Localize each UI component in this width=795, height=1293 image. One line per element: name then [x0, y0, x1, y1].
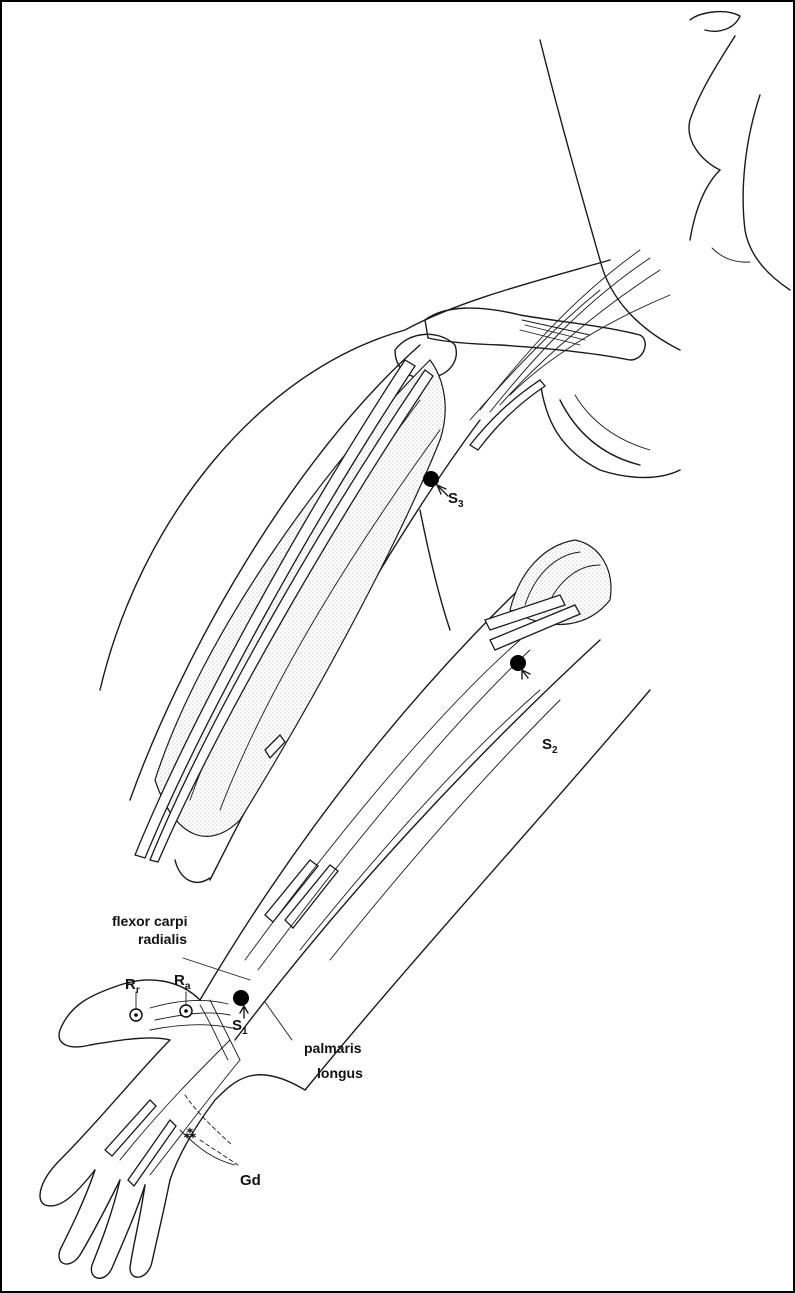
leader-lines: [136, 958, 292, 1165]
label-gd: Gd: [240, 1172, 261, 1189]
gd-leader: [200, 1140, 238, 1165]
s1-marker: [233, 990, 249, 1006]
label-flexor-carpi: flexor carpi: [112, 913, 187, 929]
label-rr: Rr: [125, 976, 140, 996]
upper-arm: [130, 345, 480, 882]
fcr-leader: [183, 958, 250, 980]
label-ra: Ra: [174, 972, 191, 992]
label-palmaris: palmaris: [304, 1040, 362, 1056]
head-neck-outline: [540, 12, 790, 350]
label-s3: S3: [448, 490, 464, 510]
s3-arrow: [437, 485, 448, 496]
hand: [40, 980, 305, 1278]
pl-leader: [265, 1002, 292, 1040]
ground-symbol: ⁂: [184, 1127, 196, 1141]
brachial-plexus: [470, 250, 670, 450]
label-longus: longus: [317, 1065, 363, 1081]
label-s2: S2: [542, 736, 558, 756]
label-radialis: radialis: [138, 931, 187, 947]
s2-marker: [510, 655, 526, 671]
s2-arrow: [522, 670, 530, 679]
